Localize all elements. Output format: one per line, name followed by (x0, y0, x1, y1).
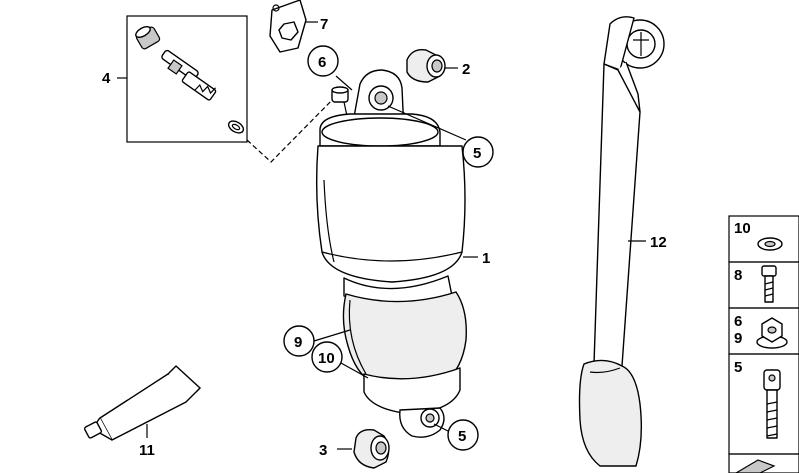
callout-10-circle (311, 341, 343, 373)
callout-12: 12 (650, 234, 667, 251)
long-bolt-icon (763, 369, 781, 439)
leader-dashed (246, 91, 341, 163)
short-bolt-icon (761, 265, 777, 303)
sidebar-label-9: 9 (734, 330, 742, 347)
callout-6: 6 (318, 54, 326, 71)
callout-9: 9 (294, 334, 302, 351)
fastener-sidebar: 10 8 6 9 5 (728, 215, 799, 473)
valve-inset (117, 15, 248, 143)
callout-5b: 5 (458, 428, 466, 445)
partial-part-icon (734, 459, 776, 473)
damper-rod (578, 16, 665, 467)
callout-5b-circle (447, 419, 479, 451)
grease-tube (84, 365, 201, 441)
callout-6-circle (307, 45, 339, 77)
callout-4: 4 (102, 70, 111, 87)
bracket-plate (269, 0, 307, 53)
sidebar-cell-bottom (728, 453, 799, 473)
sidebar-label-8: 8 (734, 267, 742, 284)
sidebar-label-10: 10 (734, 220, 751, 237)
callout-1: 1 (482, 250, 490, 267)
valve-cap-icon (135, 26, 161, 50)
bushing-bottom (353, 428, 390, 469)
callout-5a-circle (462, 136, 494, 168)
callout-7: 7 (320, 16, 328, 33)
callout-2: 2 (462, 61, 470, 78)
valve-stem-icon (161, 49, 217, 101)
o-ring-icon (227, 120, 245, 134)
sidebar-label-5: 5 (734, 359, 742, 376)
bushing-top (406, 49, 446, 83)
air-spring-strut (315, 69, 467, 438)
washer-icon (757, 237, 783, 251)
callout-5a: 5 (473, 145, 481, 162)
callout-3: 3 (319, 442, 327, 459)
callout-10: 10 (318, 350, 335, 367)
hex-nut-icon (756, 317, 788, 349)
sidebar-label-6: 6 (734, 313, 742, 330)
inset-frame (126, 15, 248, 143)
callout-11: 11 (139, 442, 155, 459)
